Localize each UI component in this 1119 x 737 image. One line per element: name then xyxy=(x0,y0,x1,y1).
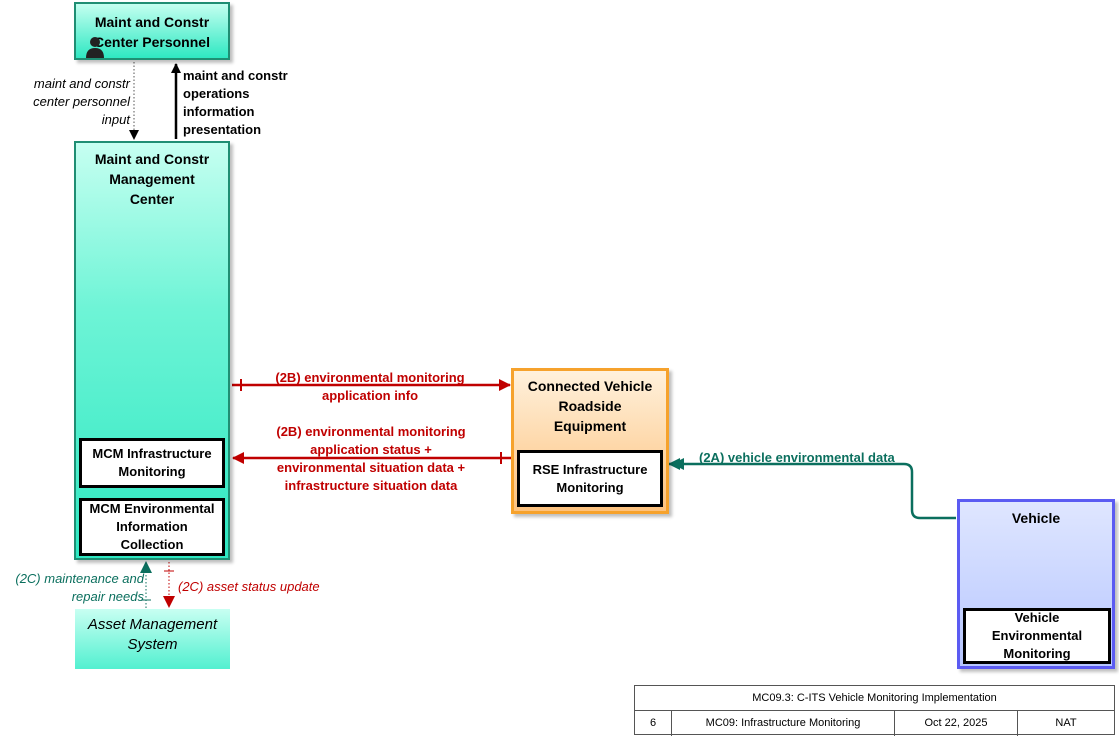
vehicle-env-label: (2A) vehicle environmental data xyxy=(699,450,895,465)
vehicle-env-arrow-double xyxy=(672,458,684,470)
personnel-terminator[interactable]: Maint and Constr Center Personnel xyxy=(74,2,230,60)
personnel-input-label: maint and constr center personnel input xyxy=(33,76,130,127)
vehicle-environmental-monitoring[interactable]: Vehicle Environmental Monitoring xyxy=(963,608,1111,664)
personnel-title: Maint and Constr Center Personnel xyxy=(94,14,210,50)
env-status-label: (2B) environmental monitoring applicatio… xyxy=(276,424,466,493)
env-app-info-label: (2B) environmental monitoring applicatio… xyxy=(275,370,465,403)
legend-scope: NAT xyxy=(1055,717,1077,729)
legend-title: MC09.3: C-ITS Vehicle Monitoring Impleme… xyxy=(635,686,1114,711)
mcm-environmental-information-collection[interactable]: MCM Environmental Information Collection xyxy=(79,498,225,556)
mcm-infrastructure-monitoring[interactable]: MCM Infrastructure Monitoring xyxy=(79,438,225,488)
vehicle[interactable]: Vehicle Vehicle Environmental Monitoring xyxy=(957,499,1115,669)
legend-page: 6 xyxy=(635,711,672,736)
mcm-title: Maint and Constr Management Center xyxy=(94,151,210,207)
person-icon xyxy=(86,37,104,58)
asset-status-label: (2C) asset status update xyxy=(178,579,320,594)
asset-management-system[interactable]: Asset Management System xyxy=(75,609,230,669)
roadside-equipment[interactable]: Connected Vehicle Roadside Equipment RSE… xyxy=(511,368,669,514)
vehicle-env-line xyxy=(668,458,956,520)
legend-date: Oct 22, 2025 xyxy=(895,711,1018,736)
asset-title: Asset Management System xyxy=(87,616,218,653)
presentation-label: maint and constr operations information … xyxy=(183,68,288,137)
vehicle-title: Vehicle xyxy=(1011,510,1061,526)
rse-title: Connected Vehicle Roadside Equipment xyxy=(527,378,653,434)
mcm-center[interactable]: Maint and Constr Management Center MCM I… xyxy=(74,141,230,560)
rse-infrastructure-monitoring[interactable]: RSE Infrastructure Monitoring xyxy=(517,450,663,507)
title-block: MC09.3: C-ITS Vehicle Monitoring Impleme… xyxy=(634,685,1115,736)
maint-needs-label: (2C) maintenance and repair needs xyxy=(15,571,144,604)
legend-service: MC09: Infrastructure Monitoring xyxy=(672,711,895,736)
